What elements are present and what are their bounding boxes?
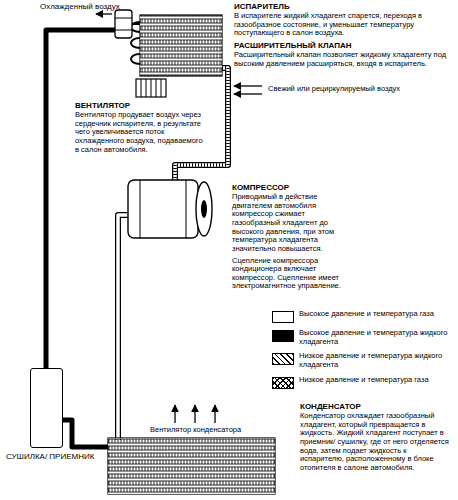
legend-text: Высокое давление и температура газа: [299, 310, 457, 319]
component-title: СУШИЛКА/ ПРИЕМНИК: [6, 452, 116, 461]
fan-label: Вентилятор конденсатора: [150, 426, 275, 435]
air-label: Охлажденный воздух: [40, 2, 140, 11]
receiver-dryer: СУШИЛКА/ ПРИЕМНИК: [6, 368, 116, 461]
component-note: Приводимый в действие двигателем автомоб…: [232, 193, 350, 253]
component-note: Сцепление компрессора кондиционера включ…: [232, 257, 350, 292]
component-title: ИСПАРИТЕЛЬ: [234, 2, 449, 11]
expansion-valve: [115, 10, 140, 38]
legend-swatch: [272, 311, 294, 323]
legend-text: Высокое давление и температура жидкого х…: [299, 329, 457, 346]
component-note: Расширительный клапан позволяет жидкому …: [234, 51, 449, 68]
component-note: В испарителе жидкий хладагент спарется, …: [234, 12, 449, 38]
discharge-line: [118, 215, 128, 440]
legend-text: Низкое давление и температура жидкого хл…: [299, 352, 457, 369]
legend-item: Высокое давление и температура жидкого х…: [272, 329, 457, 346]
legend-swatch: [272, 353, 294, 365]
legend-text: Низкое давление и температура газа: [299, 376, 457, 385]
legend-item: Низкое давление и температура жидкого хл…: [272, 352, 457, 369]
compressor: [128, 180, 212, 238]
component-title: ВЕНТИЛЯТОР: [75, 101, 207, 110]
component-note: Конденсатор охлаждает газообразный хлада…: [300, 412, 452, 472]
component-title: КОНДЕНСАТОР: [300, 402, 452, 411]
legend-swatch: [272, 377, 294, 389]
legend-swatch: [272, 330, 294, 342]
condenser: [108, 438, 275, 494]
component-note: Вентилятор продувает воздух через сердеч…: [75, 111, 207, 154]
component-title: КОМПРЕССОР: [232, 183, 352, 192]
legend-item: Высокое давление и температура газа: [272, 310, 457, 323]
blower-fan: [136, 79, 166, 97]
condenser-fan-arrows: [175, 405, 215, 423]
air-label: Свежий или рециркулируемый воздух: [268, 85, 453, 94]
legend-item: Низкое давление и температура газа: [272, 376, 457, 389]
receiver-dryer-body: [30, 368, 63, 448]
evaporator: [131, 15, 222, 76]
component-title: РАСШИРИТЕЛЬНЫЙ КЛАПАН: [234, 41, 449, 50]
